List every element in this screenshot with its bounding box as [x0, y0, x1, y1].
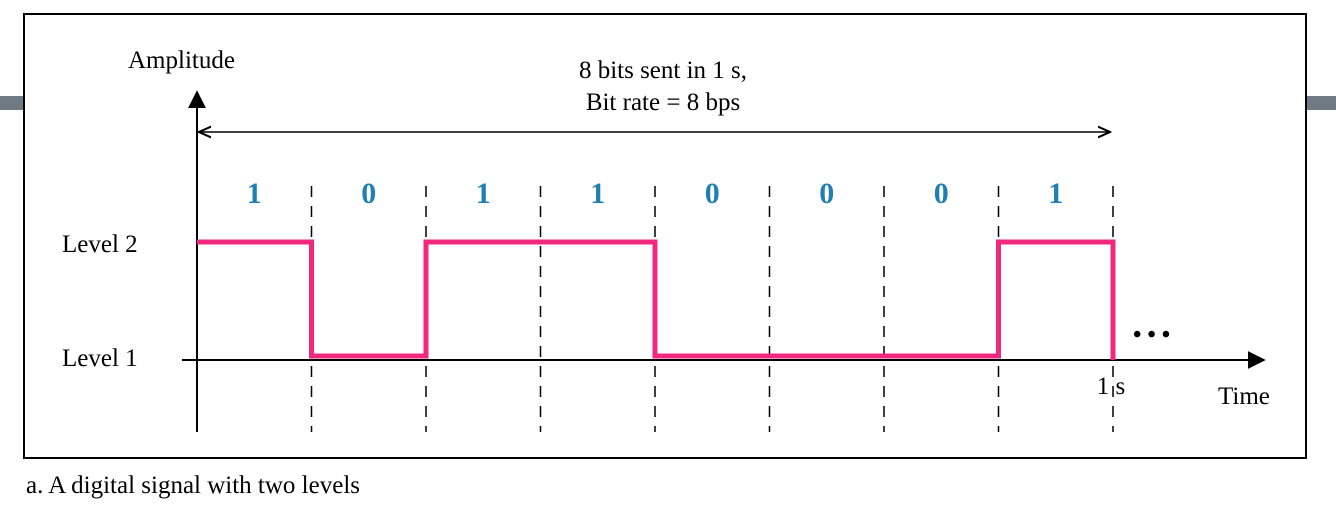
level-2-label: Level 2: [62, 231, 138, 258]
diagram-frame: [23, 13, 1307, 459]
continuation-ellipsis: • • •: [1133, 322, 1170, 348]
bit-value-label: 0: [705, 177, 720, 210]
bit-labels: 1 0 1 1 0 0 0 1: [247, 177, 1064, 210]
signal-waveform: [197, 239, 1116, 360]
figure-caption: a. A digital signal with two levels: [26, 472, 360, 499]
rate-text-line1: 8 bits sent in 1 s,: [579, 57, 747, 84]
bit-value-label: 0: [819, 177, 834, 210]
header-bar-right: [1300, 96, 1336, 110]
time-label: Time: [1218, 383, 1270, 410]
bit-value-label: 0: [361, 177, 376, 210]
time-mark-label: 1 s: [1097, 373, 1125, 400]
amplitude-label: Amplitude: [128, 47, 235, 74]
bit-value-label: 1: [476, 177, 491, 210]
bit-value-label: 0: [934, 177, 949, 210]
level-1-label: Level 1: [62, 345, 138, 372]
bit-value-label: 1: [247, 177, 262, 210]
bit-value-label: 1: [1048, 177, 1063, 210]
bit-value-label: 1: [590, 177, 605, 210]
rate-text-line2: Bit rate = 8 bps: [586, 89, 740, 116]
